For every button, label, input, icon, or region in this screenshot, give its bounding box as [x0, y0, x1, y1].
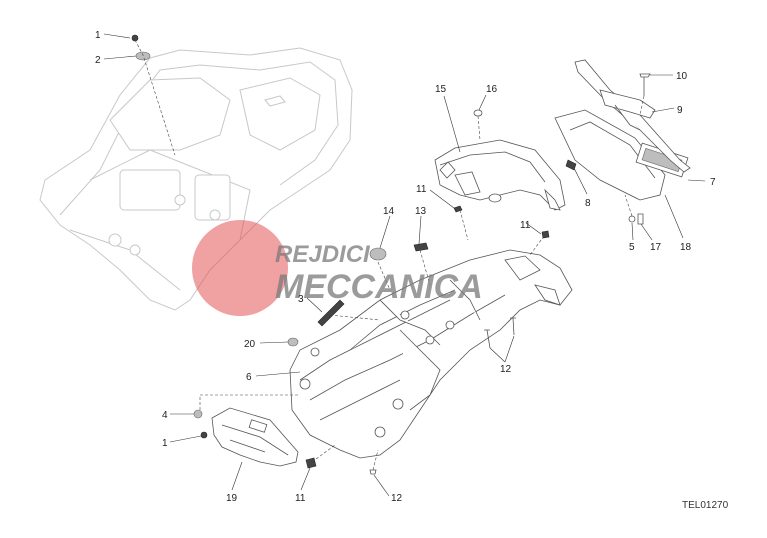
screw-12-b	[510, 317, 516, 336]
cable-tie-3	[317, 299, 345, 327]
callout-10: 10	[676, 71, 688, 82]
callout-4: 4	[162, 410, 168, 421]
callout-18: 18	[680, 242, 692, 253]
part-19-lower-cover	[211, 407, 299, 467]
screw-12-c	[369, 469, 377, 475]
watermark-line1: REJDICI	[275, 241, 371, 268]
clip-11-c	[305, 457, 317, 469]
assembly-lines	[134, 39, 645, 471]
nut-4	[193, 409, 203, 419]
callout-3: 3	[298, 294, 304, 305]
grommet-14	[369, 247, 387, 261]
callout-19: 19	[226, 493, 238, 504]
part-6-undertray	[289, 249, 573, 459]
callout-1-top: 1	[95, 30, 101, 41]
callout-11-upper: 11	[416, 184, 427, 195]
callout-1-bottom: 1	[162, 438, 168, 449]
callout-7: 7	[710, 177, 716, 188]
callout-15: 15	[435, 84, 447, 95]
spacer-17	[637, 213, 644, 225]
part-9-bracket	[574, 59, 691, 173]
clip-13	[413, 242, 429, 252]
nut-5	[628, 215, 636, 223]
part-15-housing	[434, 139, 566, 211]
watermark-logo: REJDICI MECCANICA	[192, 220, 483, 316]
callout-12-lower: 12	[391, 493, 403, 504]
drawing-code: TEL01270	[682, 500, 729, 511]
grommet-16	[473, 109, 483, 117]
callout-14: 14	[383, 206, 395, 217]
nut-8	[565, 159, 577, 171]
callout-12-right: 12	[500, 364, 512, 375]
callout-13: 13	[415, 206, 427, 217]
callout-6: 6	[246, 372, 252, 383]
callout-17: 17	[650, 242, 662, 253]
nut-1-top	[131, 34, 139, 42]
callout-11-right: 11	[520, 220, 531, 231]
watermark-line2: MECCANICA	[275, 268, 483, 306]
subframe-ghost	[39, 47, 353, 311]
leader-lines	[103, 33, 706, 497]
callout-5: 5	[629, 242, 635, 253]
clip-11-a	[453, 205, 463, 213]
small-hardware	[131, 34, 651, 475]
callout-9: 9	[677, 105, 683, 116]
callout-20: 20	[244, 339, 256, 350]
screw-12-a	[484, 329, 491, 349]
callout-2: 2	[95, 55, 101, 66]
callout-8: 8	[585, 198, 591, 209]
part-18-plate-holder	[554, 109, 689, 201]
callout-labels: 1 2 15 16 10 9 11 7 8 14 13 5 17 18 3 20…	[95, 30, 716, 504]
nut-1-bottom	[200, 431, 208, 439]
callout-16: 16	[486, 84, 498, 95]
screw-10	[639, 73, 651, 96]
washer-20	[287, 337, 299, 347]
callout-11-lower: 11	[295, 493, 306, 504]
washer-2	[135, 51, 151, 61]
watermark-circle	[192, 220, 288, 316]
